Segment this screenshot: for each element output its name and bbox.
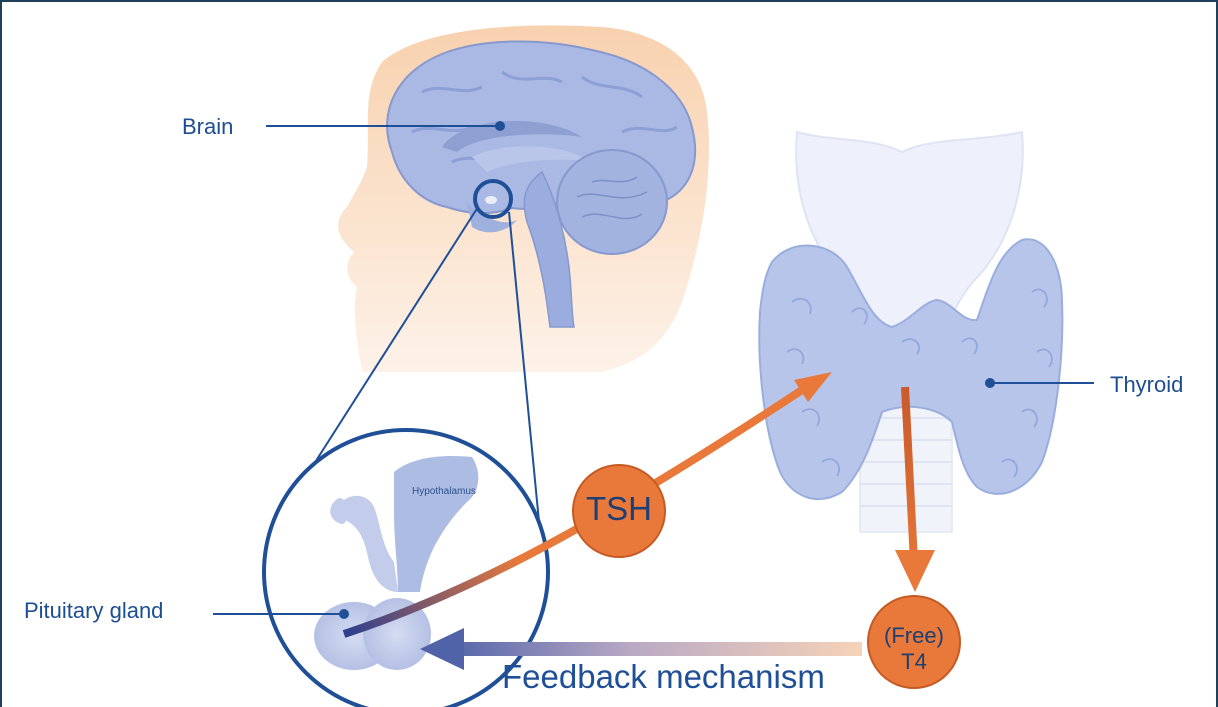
pituitary-gland-label: Pituitary gland [24, 598, 163, 624]
tsh-label: TSH [574, 490, 664, 528]
feedback-mechanism-label: Feedback mechanism [502, 658, 825, 696]
t4-arrowhead [895, 550, 935, 592]
brain-label: Brain [182, 114, 233, 140]
hypothalamus-label: Hypothalamus [412, 486, 476, 497]
free-label: (Free) [864, 623, 964, 649]
thyroid-label: Thyroid [1110, 372, 1183, 398]
t4-label: T4 [864, 649, 964, 675]
feedback-arrow [457, 642, 862, 656]
